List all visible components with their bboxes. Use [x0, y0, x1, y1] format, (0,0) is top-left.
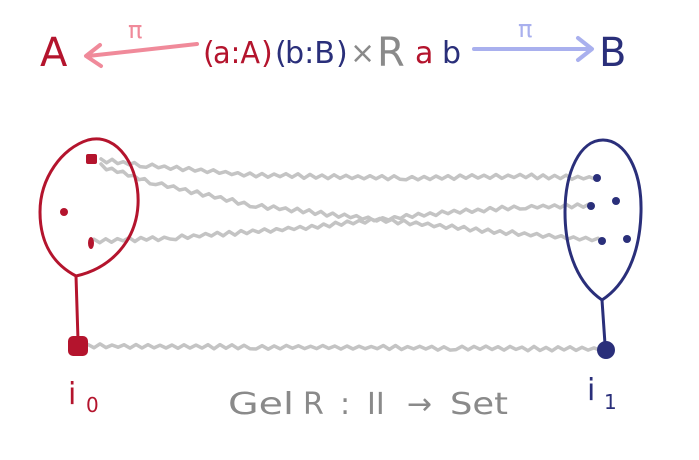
times-symbol: × [350, 36, 375, 71]
left-projection-label: π [128, 16, 142, 44]
b-element-5 [623, 235, 631, 243]
wire-a-bottom-to-b2 [92, 202, 591, 245]
endpoint-i0-dot [68, 336, 88, 356]
relation-wires [86, 157, 602, 353]
caption-arrow: → [407, 387, 432, 422]
endpoint-i0-letter: i [68, 377, 76, 412]
set-a-label: A [40, 30, 68, 76]
caption: Gel R : II → Set [228, 387, 508, 422]
caption-colon: : [340, 387, 350, 422]
close-paren-a: ) [261, 36, 273, 71]
b-element-3 [612, 197, 620, 205]
set-b-label: B [599, 30, 626, 76]
b-element-1 [593, 174, 601, 182]
wire-a-top-to-b4 [99, 162, 600, 243]
a-element-middle [60, 208, 68, 216]
close-paren-b: ) [336, 36, 348, 71]
b-typing-term: b:B [285, 36, 335, 71]
endpoint-i0-index: 0 [86, 393, 99, 417]
caption-relation: R [303, 387, 324, 422]
right-projection-arrow [472, 36, 594, 62]
right-projection-label: π [518, 15, 532, 43]
b-element-4 [598, 237, 606, 245]
caption-gel: Gel [228, 387, 294, 422]
a-element-top [86, 154, 97, 164]
caption-set: Set [450, 387, 508, 422]
caption-interval: II [367, 387, 385, 422]
endpoint-i1-index: 1 [604, 390, 617, 414]
set-b-blob [563, 138, 643, 346]
a-typing-term: a:A [213, 36, 260, 71]
open-paren-a: ( [203, 36, 215, 71]
endpoint-i1-dot [597, 341, 615, 359]
wire-a-top-to-b1 [99, 157, 597, 182]
b-element-2 [587, 202, 595, 210]
total-space-expression: ( a:A ) ( b:B ) × R a b [203, 30, 461, 76]
endpoint-i1-letter: i [587, 373, 595, 408]
set-a-blob [38, 137, 140, 342]
wire-i0-to-i1 [86, 342, 602, 353]
a-element-bottom [88, 237, 94, 249]
argument-b: b [442, 36, 461, 71]
relation-r: R [377, 30, 405, 76]
open-paren-b: ( [275, 36, 287, 71]
left-projection-arrow [84, 42, 199, 68]
argument-a: a [415, 36, 433, 71]
